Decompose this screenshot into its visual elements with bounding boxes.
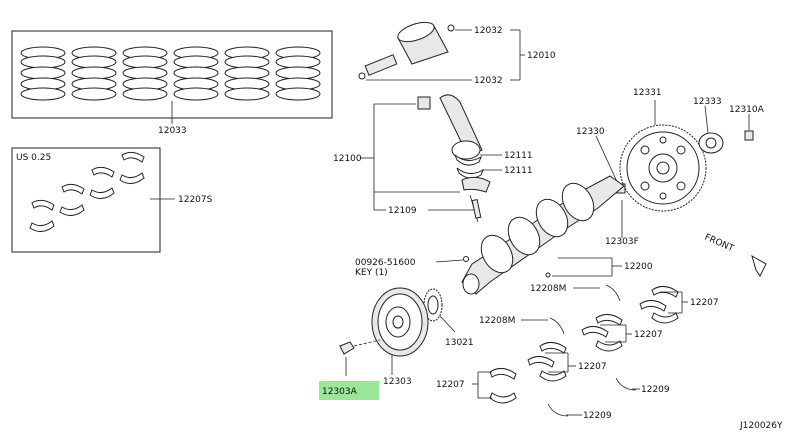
crank-snout bbox=[462, 273, 480, 295]
crank-sprocket-assembly: 13021 bbox=[423, 288, 474, 348]
undersize-label: US 0.25 bbox=[16, 153, 51, 163]
part-label-12303f[interactable]: 12303F bbox=[605, 237, 639, 247]
part-label-12208m-bottom[interactable]: 12208M bbox=[479, 316, 515, 326]
front-direction-indicator: FRONT bbox=[703, 233, 767, 277]
part-label-12200[interactable]: 12200 bbox=[624, 262, 653, 272]
part-label-12032-top[interactable]: 12032 bbox=[474, 26, 503, 36]
crank-pulley-assembly: 12303 12303A bbox=[319, 287, 429, 400]
part-label-12100[interactable]: 12100 bbox=[333, 154, 362, 164]
part-label-12303[interactable]: 12303 bbox=[383, 377, 412, 387]
front-label: FRONT bbox=[703, 233, 736, 255]
part-label-12010[interactable]: 12010 bbox=[527, 51, 556, 61]
key-quantity-label: KEY (1) bbox=[355, 268, 388, 278]
part-label-00926-51600[interactable]: 00926-51600 bbox=[355, 258, 416, 268]
main-bearing-group: 12208M 12208M 12207 12207 12207 12207 12… bbox=[436, 284, 719, 421]
front-arrow-icon bbox=[751, 254, 767, 277]
flywheel-assembly: 12331 12333 12310A 12330 12303F bbox=[576, 88, 765, 247]
part-label-12310a[interactable]: 12310A bbox=[729, 105, 765, 115]
part-label-12330[interactable]: 12330 bbox=[576, 127, 605, 137]
crankshaft-assembly: 12200 00926-51600 KEY (1) bbox=[355, 175, 653, 295]
piston-pin bbox=[364, 54, 398, 76]
part-label-12207-left[interactable]: 12207 bbox=[436, 380, 465, 390]
part-label-12209-upper[interactable]: 12209 bbox=[641, 385, 670, 395]
connecting-rod-assembly: 12100 12111 12111 12109 bbox=[333, 94, 533, 223]
part-label-12032-bottom[interactable]: 12032 bbox=[474, 76, 503, 86]
part-label-12109[interactable]: 12109 bbox=[388, 206, 417, 216]
part-label-12303a[interactable]: 12303A bbox=[322, 387, 358, 397]
connecting-rod bbox=[439, 94, 483, 157]
thrust-washer-upper bbox=[605, 284, 621, 302]
part-label-12331[interactable]: 12331 bbox=[633, 88, 662, 98]
rod-big-end bbox=[451, 140, 481, 160]
bearing-shell-pairs bbox=[29, 151, 145, 232]
rod-cap bbox=[461, 176, 491, 193]
pulley-bolt bbox=[339, 341, 355, 355]
bearing-set-group: US 0.25 12207S bbox=[11, 147, 213, 253]
diagram-code: J120026Y bbox=[739, 421, 783, 431]
thrust-bearing-lower bbox=[547, 403, 569, 417]
rod-bearing-lower bbox=[456, 167, 484, 179]
part-label-12111-bottom[interactable]: 12111 bbox=[504, 166, 533, 176]
thrust-bearing-upper bbox=[615, 377, 637, 391]
part-label-13021[interactable]: 13021 bbox=[445, 338, 474, 348]
piston-ring-stacks bbox=[20, 46, 321, 101]
highlight-12303a bbox=[319, 381, 379, 400]
flywheel-bolt bbox=[744, 130, 754, 141]
thrust-washer-lower bbox=[549, 317, 565, 335]
part-label-12033[interactable]: 12033 bbox=[158, 126, 187, 136]
piston-ring-set-group: 12033 bbox=[11, 30, 333, 136]
rod-bolt bbox=[471, 198, 482, 219]
part-label-12111-top[interactable]: 12111 bbox=[504, 151, 533, 161]
rod-bushing bbox=[417, 96, 431, 110]
bearing-set-box bbox=[11, 147, 161, 253]
part-label-12208m-top[interactable]: 12208M bbox=[530, 284, 566, 294]
crank-key bbox=[463, 256, 469, 262]
piston-assembly: 12032 12032 12010 bbox=[358, 21, 556, 86]
pin-clip-lower bbox=[358, 72, 366, 80]
rod-bearing-upper bbox=[454, 154, 482, 166]
part-label-12333[interactable]: 12333 bbox=[693, 97, 722, 107]
part-label-12209-lower[interactable]: 12209 bbox=[583, 411, 612, 421]
part-label-12207s[interactable]: 12207S bbox=[178, 195, 213, 205]
pin-clip-upper bbox=[447, 24, 455, 32]
part-label-12207-right[interactable]: 12207 bbox=[690, 298, 719, 308]
part-label-12207-lower[interactable]: 12207 bbox=[578, 362, 607, 372]
part-label-12207-mid[interactable]: 12207 bbox=[634, 330, 663, 340]
